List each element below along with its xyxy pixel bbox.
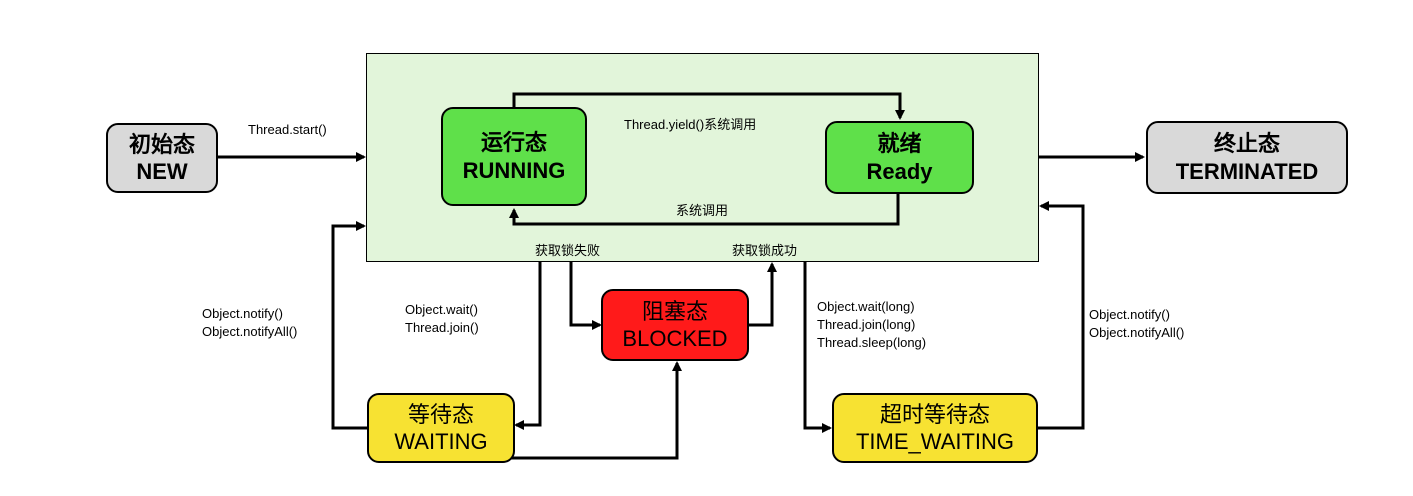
label-timed-3: Thread.sleep(long) xyxy=(817,335,927,350)
arrow-lock-success xyxy=(749,262,777,327)
state-time-waiting-en: TIME_WAITING xyxy=(855,429,1015,454)
state-blocked-en: BLOCKED xyxy=(622,326,728,351)
state-ready-en: Ready xyxy=(866,158,933,184)
label-notify-right-1: Object.notify() xyxy=(1089,307,1170,322)
state-running-cn: 运行态 xyxy=(480,130,547,155)
state-blocked-cn: 阻塞态 xyxy=(641,298,708,324)
state-new: 初始态 NEW xyxy=(106,123,218,193)
arrow-yield xyxy=(512,92,905,120)
label-lock-success: 获取锁成功 xyxy=(732,243,798,258)
label-yield: Thread.yield()系统调用 xyxy=(624,117,757,132)
label-lock-fail: 获取锁失败 xyxy=(535,243,601,258)
state-running-en: RUNNING xyxy=(462,157,566,183)
arrow-notify-left xyxy=(331,221,368,430)
state-time-waiting-cn: 超时等待态 xyxy=(879,401,990,427)
state-waiting-cn: 等待态 xyxy=(407,401,474,427)
state-running: 运行态 RUNNING xyxy=(441,107,587,206)
state-ready-cn: 就绪 xyxy=(877,131,922,156)
arrow-system-call xyxy=(509,194,900,226)
state-terminated: 终止态 TERMINATED xyxy=(1146,121,1348,194)
arrow-lock-fail xyxy=(569,262,602,330)
arrow-waiting-blocked xyxy=(493,361,682,460)
label-wait-join-2: Thread.join() xyxy=(405,320,479,335)
arrow-timed-wait xyxy=(803,262,832,433)
label-timed-2: Thread.join(long) xyxy=(817,317,916,332)
arrow-wait xyxy=(514,262,542,430)
state-waiting: 等待态 WAITING xyxy=(367,393,515,463)
state-waiting-en: WAITING xyxy=(394,429,488,454)
label-notify-right: Object.notify() Object.notifyAll() xyxy=(1089,306,1184,342)
state-terminated-en: TERMINATED xyxy=(1175,158,1319,184)
label-wait-join: Object.wait() Thread.join() xyxy=(405,301,479,337)
state-blocked: 阻塞态 BLOCKED xyxy=(601,289,749,361)
label-start: Thread.start() xyxy=(248,122,327,137)
label-wait-join-1: Object.wait() xyxy=(405,302,478,317)
state-new-cn: 初始态 xyxy=(128,131,195,157)
label-notify-left: Object.notify() Object.notifyAll() xyxy=(202,305,297,341)
arrow-notify-right xyxy=(1038,201,1085,430)
label-notify-left-2: Object.notifyAll() xyxy=(202,324,298,339)
label-timed-1: Object.wait(long) xyxy=(817,299,915,314)
label-timed: Object.wait(long) Thread.join(long) Thre… xyxy=(817,298,926,352)
label-system-call: 系统调用 xyxy=(676,203,729,218)
label-notify-left-1: Object.notify() xyxy=(202,306,283,321)
state-ready: 就绪 Ready xyxy=(825,121,974,194)
label-notify-right-2: Object.notifyAll() xyxy=(1089,325,1185,340)
state-new-en: NEW xyxy=(136,159,188,184)
state-time-waiting: 超时等待态 TIME_WAITING xyxy=(832,393,1038,463)
state-terminated-cn: 终止态 xyxy=(1213,131,1280,156)
